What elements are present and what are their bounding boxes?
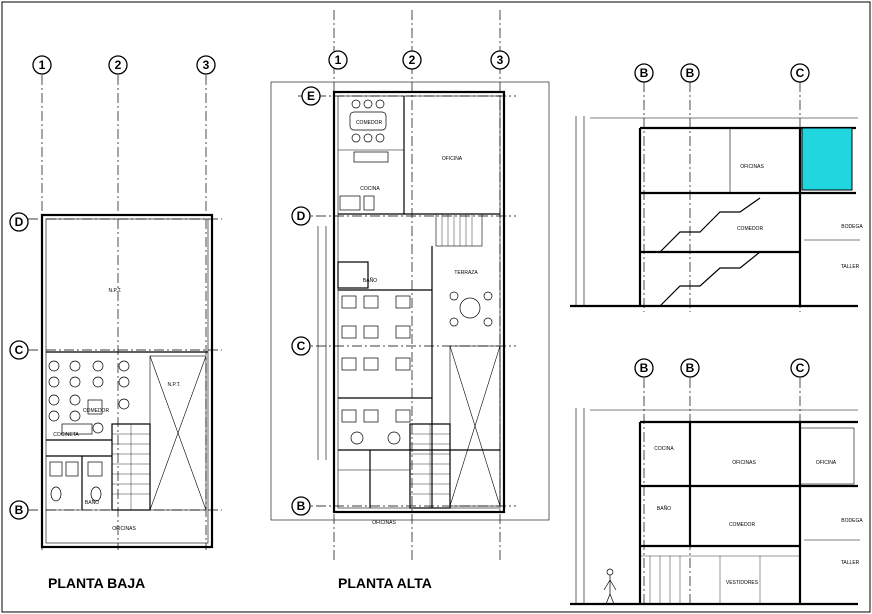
svg-text:E: E (307, 89, 315, 103)
grid-bubble-upper-1: 1 (328, 50, 348, 70)
svg-text:C: C (15, 343, 24, 357)
grid-bubble-ground-2: 2 (108, 55, 128, 75)
sec1-label-oficinas: OFICINAS (740, 164, 764, 170)
grid-bubble-sec1-B2: B (680, 63, 700, 83)
svg-text:2: 2 (115, 58, 122, 72)
sec2-label-oficina: OFICINA (816, 460, 837, 466)
grid-bubble-sec2-B1: B (634, 358, 654, 378)
room-label-bano: BAÑO (85, 499, 99, 506)
grid-bubble-ground-C: C (9, 340, 29, 360)
human-figure-icon (603, 568, 617, 605)
svg-text:1: 1 (335, 53, 342, 67)
section-bottom: B B C COCINA OFICINAS OF (570, 358, 863, 606)
room-label-upper-cocina: COCINA (360, 186, 380, 192)
svg-text:N.P.T.: N.P.T. (109, 288, 122, 294)
grid-bubble-ground-B: B (9, 500, 29, 520)
room-label-terraza: TERRAZA (454, 270, 478, 276)
grid-bubble-upper-B: B (291, 496, 311, 516)
svg-text:C: C (297, 339, 306, 353)
title-planta-baja: PLANTA BAJA (48, 575, 145, 591)
grid-bubble-ground-D: D (9, 212, 29, 232)
svg-text:C: C (796, 66, 805, 80)
title-planta-alta: PLANTA ALTA (338, 575, 432, 591)
sec1-label-taller: TALLER (841, 264, 860, 270)
grid-bubble-ground-1: 1 (32, 55, 52, 75)
grid-bubble-upper-2: 2 (402, 50, 422, 70)
room-label-cocineta: COCINETA (53, 432, 79, 438)
room-label-oficinas: OFICINAS (112, 526, 136, 532)
svg-text:C: C (796, 361, 805, 375)
sec1-label-comedor: COMEDOR (737, 226, 764, 232)
section-top: B B C OFICINAS COMEDOR BODEGA TALLER (570, 63, 863, 312)
upper-floor-plan: 1 2 3 E D C B COMEDOR OFICINA COCINA (270, 10, 550, 560)
svg-text:B: B (297, 499, 306, 513)
svg-text:D: D (297, 209, 306, 223)
grid-bubble-sec2-B2: B (680, 358, 700, 378)
sec2-label-comedor: COMEDOR (729, 522, 756, 528)
svg-text:B: B (686, 361, 695, 375)
svg-text:B: B (640, 361, 649, 375)
svg-text:3: 3 (497, 53, 504, 67)
grid-bubble-upper-C: C (291, 336, 311, 356)
grid-bubble-sec2-C: C (790, 358, 810, 378)
grid-bubble-ground-3: 3 (196, 55, 216, 75)
sec2-label-taller: TALLER (841, 560, 860, 566)
grid-bubble-sec1-B1: B (634, 63, 654, 83)
room-label-upper-oficina: OFICINA (442, 156, 463, 162)
glass-panel (801, 127, 853, 191)
svg-text:B: B (686, 66, 695, 80)
sec2-label-bano: BAÑO (657, 505, 671, 512)
svg-text:3: 3 (203, 58, 210, 72)
room-label-upper-oficinas: OFICINAS (372, 520, 396, 526)
svg-text:1: 1 (39, 58, 46, 72)
sec1-label-bodega: BODEGA (841, 224, 863, 230)
grid-bubble-sec1-C: C (790, 63, 810, 83)
room-label-comedor: COMEDOR (83, 408, 110, 414)
sec2-label-cocina: COCINA (654, 446, 674, 452)
sec2-label-vestidores: VESTIDORES (726, 580, 759, 586)
svg-text:N.P.T.: N.P.T. (168, 382, 181, 388)
svg-text:D: D (15, 215, 24, 229)
grid-bubble-upper-D: D (291, 206, 311, 226)
sec2-label-bodega: BODEGA (841, 518, 863, 524)
room-label-upper-bano: BAÑO (363, 277, 377, 284)
room-label-upper-comedor: COMEDOR (356, 120, 383, 126)
svg-text:B: B (15, 503, 24, 517)
ground-floor-plan: 1 2 3 D C B N.P.T. (9, 55, 222, 550)
svg-text:2: 2 (409, 53, 416, 67)
svg-text:B: B (640, 66, 649, 80)
sec2-label-oficinas: OFICINAS (732, 460, 756, 466)
grid-bubble-upper-3: 3 (490, 50, 510, 70)
grid-bubble-upper-E: E (301, 86, 321, 106)
